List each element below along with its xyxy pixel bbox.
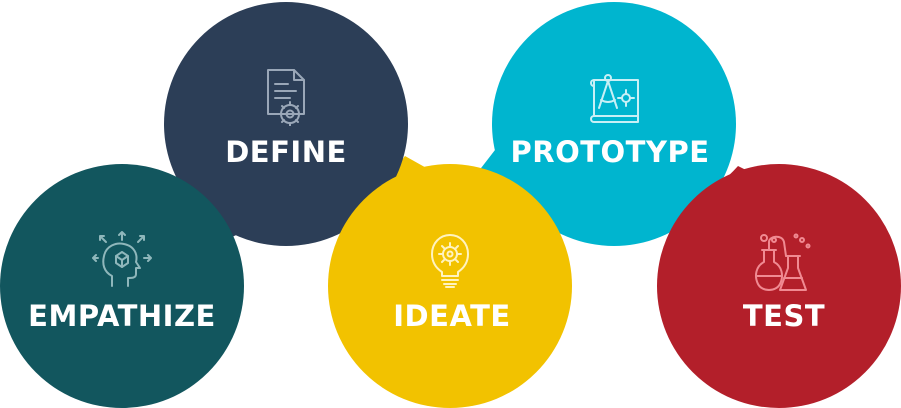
prototype-circle — [492, 2, 736, 246]
define-circle — [164, 2, 408, 246]
blueprint-compass-icon — [588, 70, 646, 126]
head-with-arrows-icon — [92, 230, 152, 290]
prototype-label: PROTOTYPE — [510, 135, 710, 169]
lightbulb-gear-icon — [428, 232, 472, 290]
test-label: TEST — [742, 299, 826, 333]
document-gear-icon — [260, 66, 312, 126]
empathize-label: EMPATHIZE — [28, 299, 216, 333]
define-label: DEFINE — [225, 135, 347, 169]
ideate-label: IDEATE — [393, 299, 511, 333]
empathize-circle — [0, 164, 244, 408]
lab-flasks-icon — [752, 232, 812, 294]
